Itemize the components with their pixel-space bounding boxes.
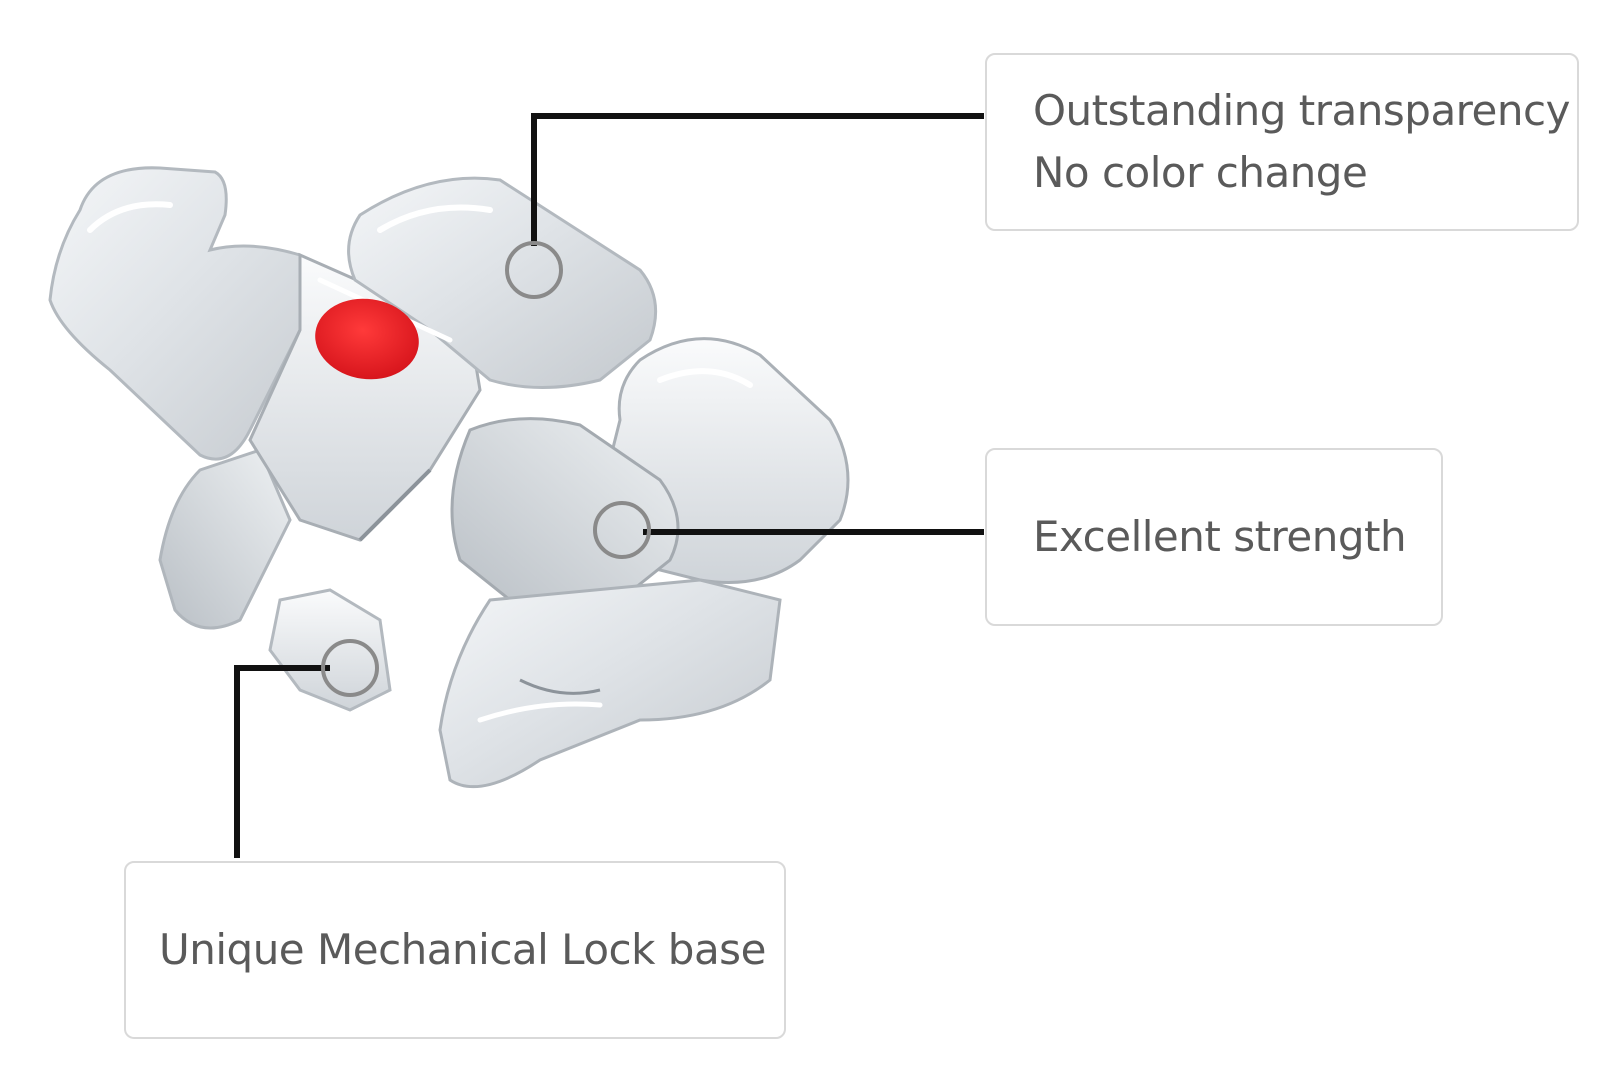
right-lower-wing: [438, 578, 782, 789]
callout-lock-base: Unique Mechanical Lock base: [124, 861, 786, 1039]
highlight: [477, 701, 603, 723]
callout-strength: Excellent strength: [985, 448, 1443, 626]
highlight: [87, 201, 173, 233]
marker-ring-strength: [593, 501, 651, 559]
bracket-body: [48, 166, 850, 789]
color-id-dot: [315, 298, 419, 380]
callout-lock-base-label: Unique Mechanical Lock base: [159, 925, 766, 974]
callout-transparency-line1: Outstanding transparency: [1033, 86, 1570, 135]
leader-lines: [234, 113, 984, 858]
callout-transparency: Outstanding transparency No color change: [985, 53, 1579, 231]
left-lower-wing: [158, 448, 292, 630]
marker-rings: [321, 241, 651, 697]
marker-ring-lock-base: [321, 639, 379, 697]
callout-transparency-line2: No color change: [1033, 148, 1368, 197]
edge-shadow: [519, 678, 601, 695]
highlight: [377, 204, 493, 233]
edge-shadow: [358, 468, 432, 542]
marker-ring-transparency: [505, 241, 563, 299]
self-ligating-clip: [347, 176, 658, 389]
leader-line-lock-base: [234, 665, 330, 858]
callout-strength-label: Excellent strength: [1033, 512, 1407, 561]
leader-line-transparency: [531, 113, 984, 246]
highlight: [657, 368, 753, 388]
